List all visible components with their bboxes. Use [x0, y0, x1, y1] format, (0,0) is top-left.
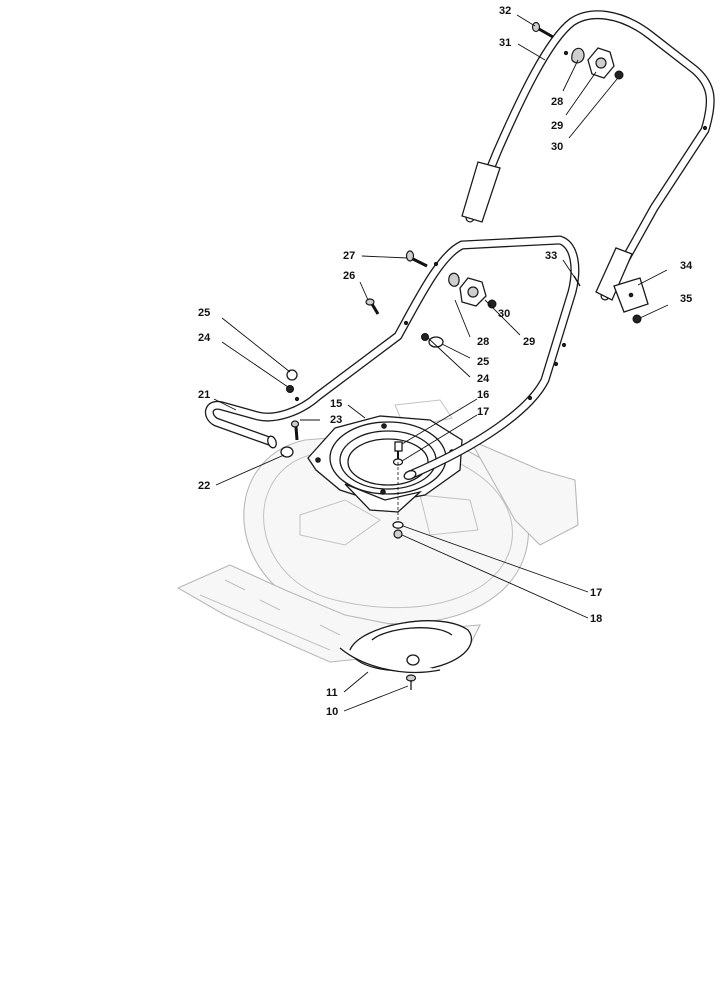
- callout-29-upper: 29: [551, 120, 563, 132]
- callout-28-upper: 28: [551, 96, 563, 108]
- nut-part-30-lower: [487, 299, 497, 309]
- washer-part-17-lower: [392, 521, 404, 529]
- lower-handle: [204, 235, 580, 480]
- end-cap-part-22: [280, 446, 294, 458]
- knob-part-11: [406, 654, 420, 666]
- callout-21: 21: [198, 389, 210, 401]
- knob-part-29-lower: [459, 277, 487, 307]
- callout-32: 32: [499, 5, 511, 17]
- callout-17-lower: 17: [590, 587, 602, 599]
- callout-25-right: 25: [477, 356, 489, 368]
- callout-labels: 32 31 28 29 30 27 33 34 26 30 35 25 28 2…: [198, 5, 693, 718]
- callout-27: 27: [343, 250, 355, 262]
- collector-ring: [339, 620, 473, 674]
- callout-30-lower: 30: [498, 308, 510, 320]
- callout-26: 26: [343, 270, 355, 282]
- bolt-part-23: [290, 420, 300, 441]
- bolt-part-26: [365, 298, 380, 315]
- nut-part-35: [632, 314, 642, 324]
- callout-34: 34: [680, 260, 693, 272]
- callout-24-right: 24: [477, 373, 490, 385]
- callout-28-lower: 28: [477, 336, 489, 348]
- nut-part-30-upper: [614, 70, 624, 80]
- callout-29-lower: 29: [523, 336, 535, 348]
- cap-part-25-right: [428, 336, 444, 348]
- callout-16: 16: [477, 389, 489, 401]
- clamp-part-28-lower: [448, 272, 460, 287]
- bracket-part-34: [613, 277, 649, 313]
- bolt-part-32: [531, 21, 554, 39]
- callout-22: 22: [198, 480, 210, 492]
- callout-30-upper: 30: [551, 141, 563, 153]
- callout-18: 18: [590, 613, 602, 625]
- nut-part-18: [393, 529, 403, 539]
- upper-handle-part-31: [461, 10, 715, 301]
- callout-17-upper: 17: [477, 406, 489, 418]
- callout-35: 35: [680, 293, 692, 305]
- bolt-part-10: [405, 674, 417, 690]
- washer-part-24-left: [286, 385, 294, 393]
- callout-33: 33: [545, 250, 557, 262]
- callout-31: 31: [499, 37, 511, 49]
- leader-lines: [213, 14, 669, 712]
- callout-25-left: 25: [198, 307, 210, 319]
- callout-15: 15: [330, 398, 342, 410]
- knob-part-29-upper: [587, 47, 615, 79]
- washer-part-24-right: [421, 333, 429, 341]
- cap-part-25-left: [286, 369, 298, 381]
- callout-23: 23: [330, 414, 342, 426]
- callout-10: 10: [326, 706, 338, 718]
- bolt-part-27: [405, 250, 428, 268]
- callout-11: 11: [326, 687, 338, 699]
- callout-24-left: 24: [198, 332, 211, 344]
